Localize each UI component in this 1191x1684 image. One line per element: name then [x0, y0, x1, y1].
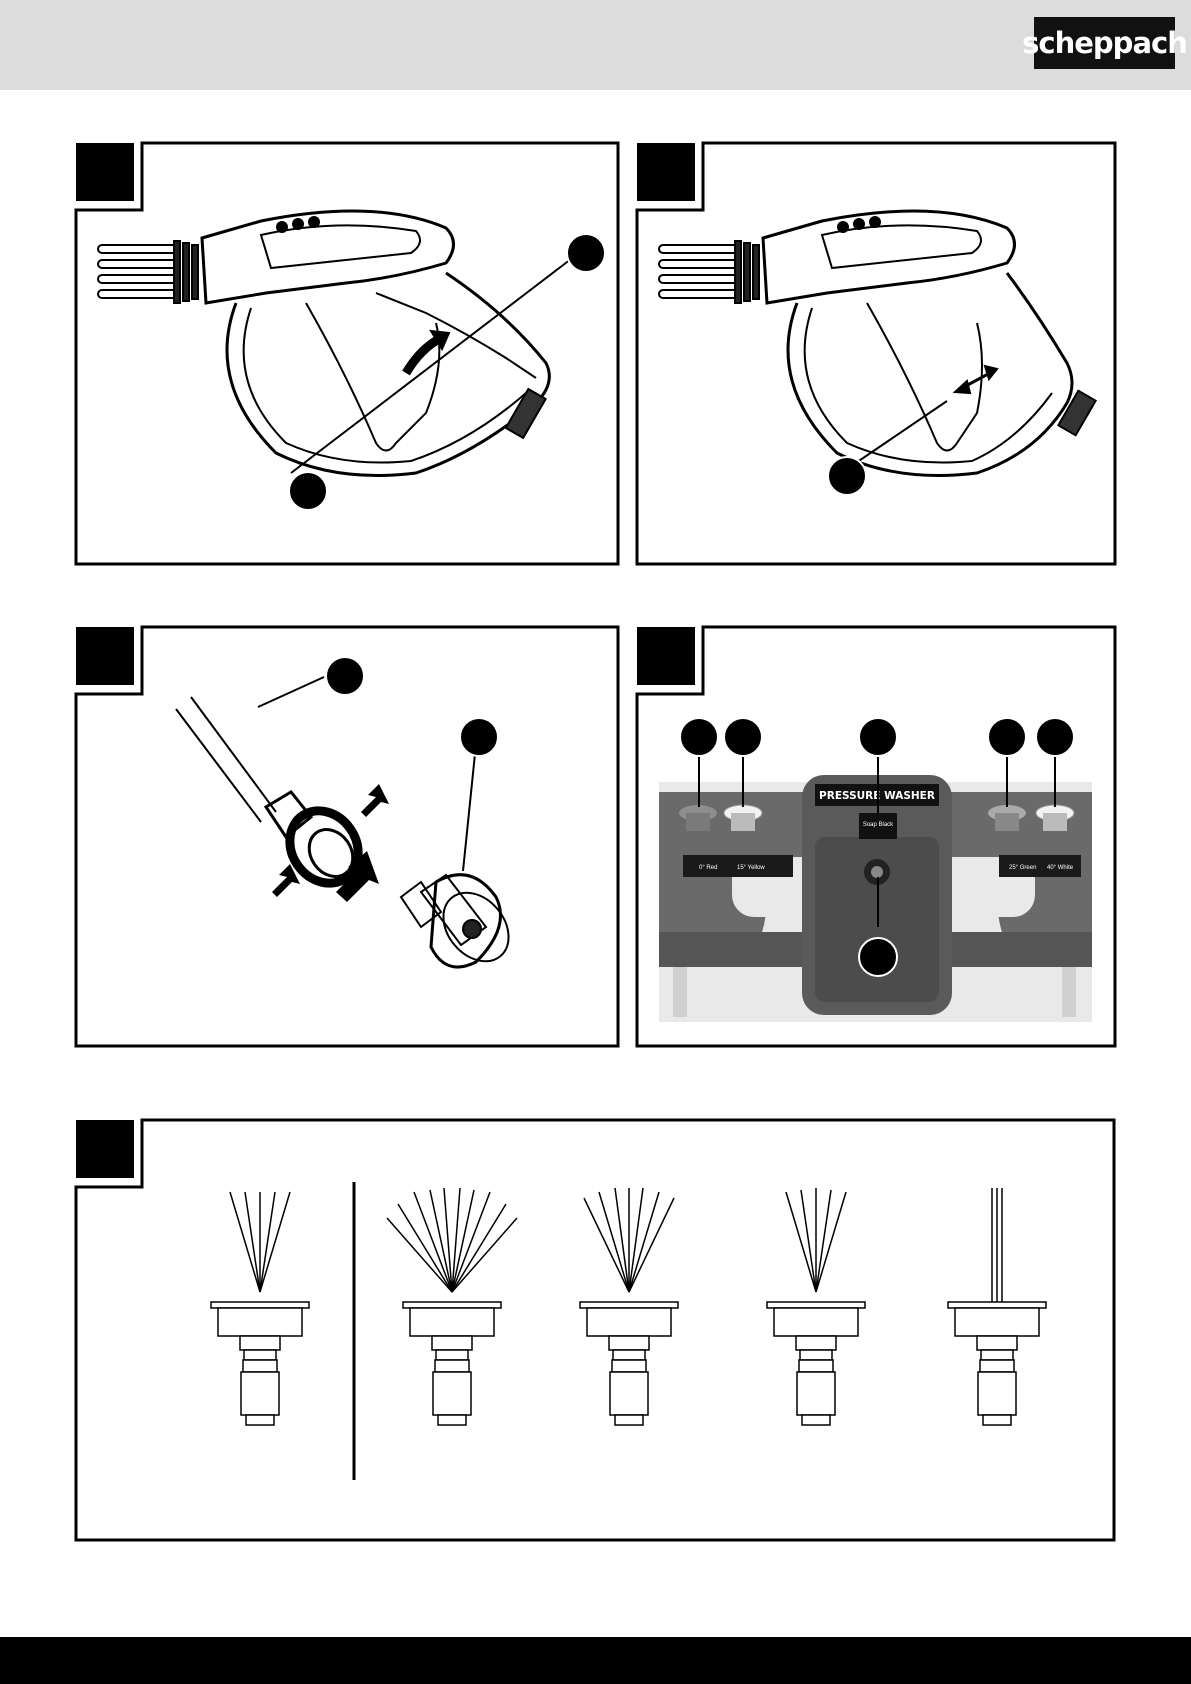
- figure-3-illustration: [76, 627, 619, 1048]
- figure-2-panel: [637, 143, 1116, 566]
- footer-band: [0, 1637, 1191, 1684]
- figure-5-nozzle-chart: [76, 1120, 1116, 1542]
- figure-1-number-box: [76, 143, 134, 201]
- brand-name: scheppach: [1022, 26, 1187, 60]
- figure-4-number-box: [637, 627, 695, 685]
- figure-2-number-box: [637, 143, 695, 201]
- right-nozzle-label-2: 40° White: [1047, 865, 1074, 871]
- callout-marker: [988, 718, 1026, 756]
- figure-5-number-box: [76, 1120, 134, 1178]
- callout-marker: [828, 457, 866, 495]
- callout-marker: [724, 718, 762, 756]
- header-band: [0, 0, 1191, 90]
- figure-3-panel: [76, 627, 619, 1048]
- right-nozzle-label-1: 25° Green: [1009, 865, 1036, 871]
- left-nozzle-label-2: 15° Yellow: [737, 865, 765, 871]
- callout-marker: [859, 938, 897, 976]
- callout-marker: [289, 472, 327, 510]
- figure-4-photo-frame: PRESSURE WASHER Soap Black 0° Red 15° Ye…: [637, 627, 1116, 1048]
- pressure-washer-photo: PRESSURE WASHER Soap Black 0° Red 15° Ye…: [659, 775, 1092, 1022]
- callout-marker: [460, 718, 498, 756]
- callout-marker: [567, 234, 605, 272]
- callout-marker: [1036, 718, 1074, 756]
- figure-4-panel: PRESSURE WASHER Soap Black 0° Red 15° Ye…: [637, 627, 1116, 1048]
- left-nozzle-label-1: 0° Red: [699, 865, 717, 871]
- callout-marker: [326, 657, 364, 695]
- figure-1-illustration: [76, 143, 619, 566]
- callout-marker: [680, 718, 718, 756]
- brand-logo: scheppach: [1034, 17, 1175, 69]
- figure-1-panel: [76, 143, 619, 566]
- soap-label: Soap Black: [863, 822, 894, 828]
- figure-5-panel: [76, 1120, 1116, 1542]
- figure-3-number-box: [76, 627, 134, 685]
- figure-2-illustration: [637, 143, 1116, 566]
- callout-marker: [859, 718, 897, 756]
